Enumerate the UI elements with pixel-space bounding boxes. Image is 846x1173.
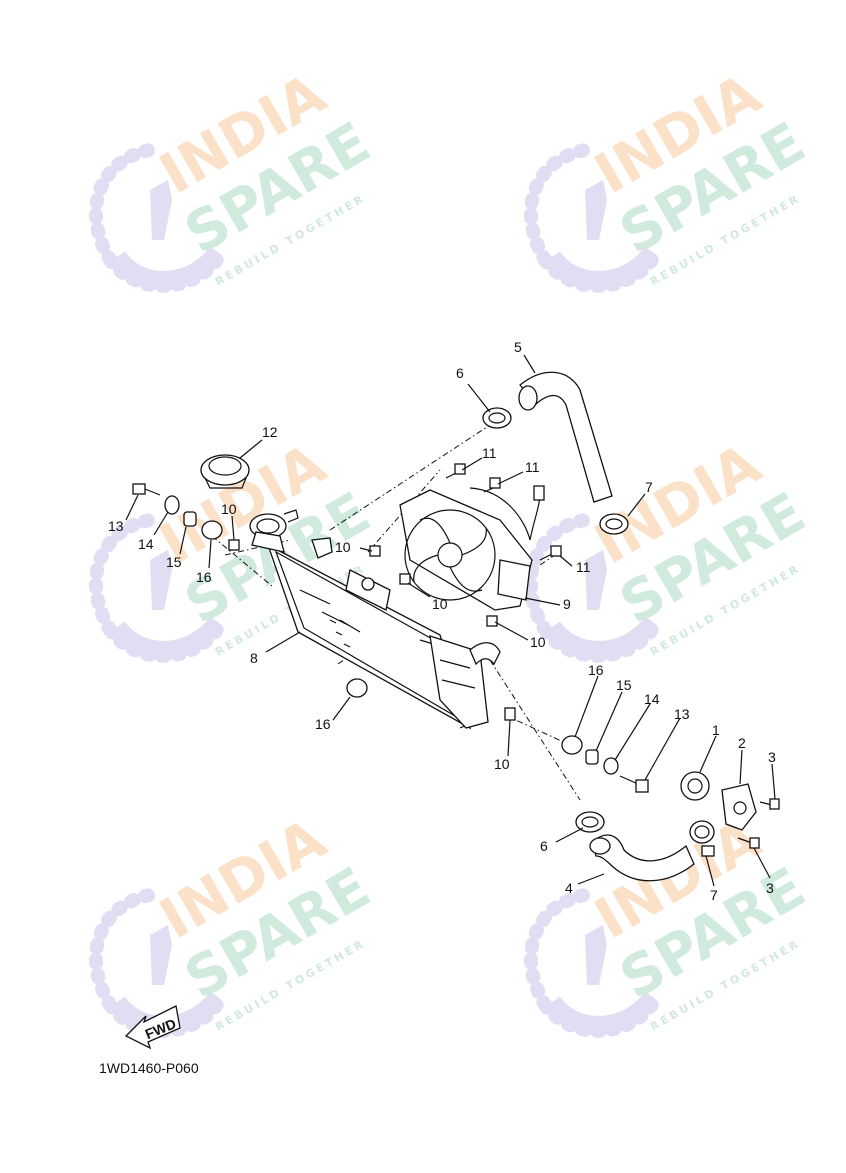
watermark-arc-icon bbox=[115, 616, 220, 653]
radiator-cap bbox=[200, 454, 250, 489]
callout-3: 3 bbox=[766, 880, 774, 896]
callout-11: 11 bbox=[482, 445, 497, 461]
callout-6: 6 bbox=[540, 838, 548, 854]
watermark-arc-icon bbox=[550, 246, 655, 283]
watermark-ring-icon bbox=[523, 888, 662, 1038]
callout-8: 8 bbox=[250, 650, 258, 666]
watermark-wrench-icon bbox=[585, 550, 607, 610]
callout-11: 11 bbox=[576, 559, 591, 575]
upper-hose bbox=[518, 371, 613, 503]
diagram-code: 1WD1460-P060 bbox=[99, 1060, 199, 1076]
callout-labels: 5 6 12 11 11 7 13 14 15 16 10 10 10 11 9… bbox=[108, 339, 776, 903]
callout-7: 7 bbox=[710, 887, 718, 903]
callout-14: 14 bbox=[644, 691, 660, 707]
watermark-wrench-icon bbox=[585, 925, 607, 985]
hose-clamps bbox=[482, 407, 715, 844]
watermark-ring-icon bbox=[523, 513, 662, 663]
thermostat-parts bbox=[680, 771, 757, 831]
callout-10: 10 bbox=[221, 501, 237, 517]
callout-10: 10 bbox=[494, 756, 510, 772]
callout-15: 15 bbox=[616, 677, 632, 693]
watermark-ring-icon bbox=[523, 143, 662, 293]
filler-neck bbox=[249, 509, 333, 559]
watermark-ring-icon bbox=[88, 513, 227, 663]
watermark-arc-icon bbox=[550, 616, 655, 653]
callout-13: 13 bbox=[674, 706, 690, 722]
callout-16: 16 bbox=[315, 716, 331, 732]
callout-9: 9 bbox=[563, 596, 571, 612]
callout-3: 3 bbox=[768, 749, 776, 765]
callout-12: 12 bbox=[262, 424, 278, 440]
lower-hose bbox=[589, 834, 695, 882]
callout-10: 10 bbox=[432, 596, 448, 612]
callout-7: 7 bbox=[645, 479, 653, 495]
outlet-elbow bbox=[469, 642, 501, 666]
fan-assembly bbox=[399, 485, 545, 611]
watermark-wrench-icon bbox=[150, 925, 172, 985]
callout-16: 16 bbox=[196, 569, 212, 585]
callout-6: 6 bbox=[456, 365, 464, 381]
callout-13: 13 bbox=[108, 518, 124, 534]
watermark-arc-icon bbox=[550, 991, 655, 1028]
callout-16: 16 bbox=[588, 662, 604, 678]
watermark-wrench-icon bbox=[150, 550, 172, 610]
watermark-wrench-icon bbox=[585, 180, 607, 240]
callout-2: 2 bbox=[738, 735, 746, 751]
callout-14: 14 bbox=[138, 536, 154, 552]
callout-10: 10 bbox=[335, 539, 351, 555]
watermark-wrench-icon bbox=[150, 180, 172, 240]
callout-10: 10 bbox=[530, 634, 546, 650]
callout-leaders bbox=[125, 354, 776, 887]
callout-11: 11 bbox=[525, 459, 540, 475]
callout-4: 4 bbox=[565, 880, 573, 896]
callout-1: 1 bbox=[712, 722, 720, 738]
watermark-arc-icon bbox=[115, 246, 220, 283]
callout-15: 15 bbox=[166, 554, 182, 570]
callout-5: 5 bbox=[514, 339, 522, 355]
watermark-ring-icon bbox=[88, 143, 227, 293]
